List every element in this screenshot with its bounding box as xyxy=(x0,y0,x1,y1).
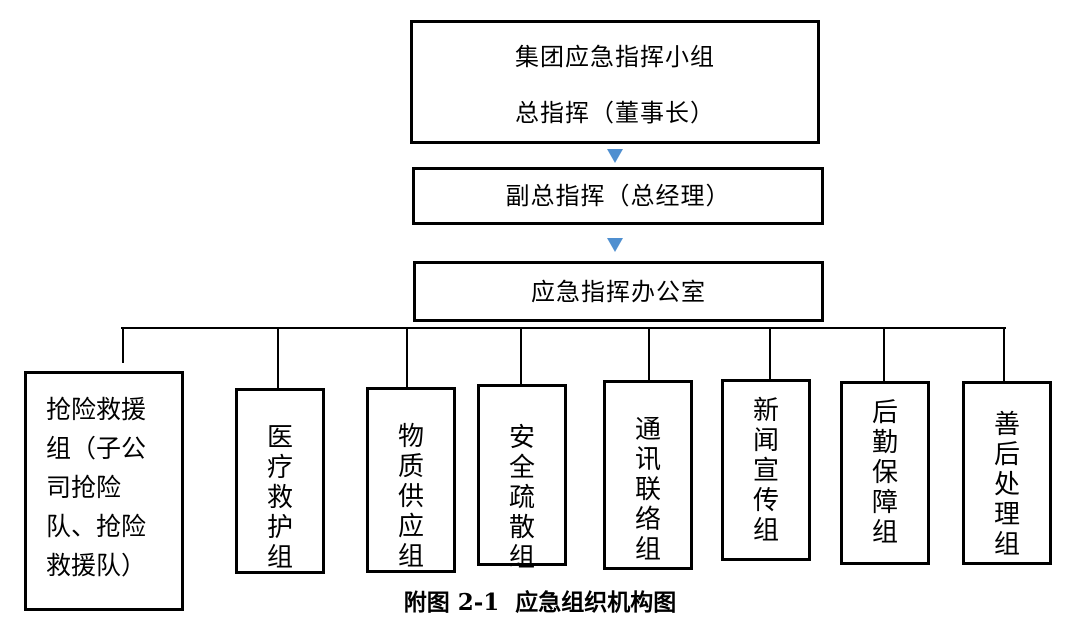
group-box-5: 通讯联络组 xyxy=(603,380,693,570)
figure-caption: 附图 2-1 应急组织机构图 xyxy=(0,588,1080,618)
group-box-6: 新闻宣传组 xyxy=(721,379,811,561)
group-box-2: 医疗救护组 xyxy=(235,388,325,574)
caption-label: 附图 2-1 xyxy=(403,589,500,616)
level-1-box: 集团应急指挥小组 总指挥（董事长） xyxy=(410,20,820,144)
level-3-title: 应急指挥办公室 xyxy=(531,277,706,306)
group-label-2: 医疗救护组 xyxy=(266,423,293,573)
level-2-title: 副总指挥（总经理） xyxy=(505,182,731,210)
group-box-7: 后勤保障组 xyxy=(840,381,930,565)
group-box-4: 安全疏散组 xyxy=(477,384,567,573)
group-label-8: 善后处理组 xyxy=(993,410,1020,560)
level-1-title: 集团应急指挥小组 xyxy=(515,43,715,71)
level-2-box: 副总指挥（总经理） xyxy=(412,167,824,225)
level-1-subtitle: 总指挥（董事长） xyxy=(515,99,715,127)
group-box-1: 抢险救援组（子公司抢险队、抢险救援队） xyxy=(24,371,184,611)
group-label-5: 通讯联络组 xyxy=(634,415,661,565)
group-box-3: 物质供应组 xyxy=(366,387,456,573)
group-label-3: 物质供应组 xyxy=(397,422,424,572)
arrow-down-icon xyxy=(607,238,623,252)
group-label-6: 新闻宣传组 xyxy=(752,396,779,546)
arrow-down-icon xyxy=(607,149,623,163)
group-label-7: 后勤保障组 xyxy=(871,398,898,548)
group-label-4: 安全疏散组 xyxy=(508,423,535,573)
level-3-box: 应急指挥办公室 xyxy=(413,261,824,322)
group-box-8: 善后处理组 xyxy=(962,381,1052,565)
group-label-1: 抢险救援组（子公司抢险队、抢险救援队） xyxy=(46,395,147,580)
caption-text: 应急组织机构图 xyxy=(515,589,677,616)
